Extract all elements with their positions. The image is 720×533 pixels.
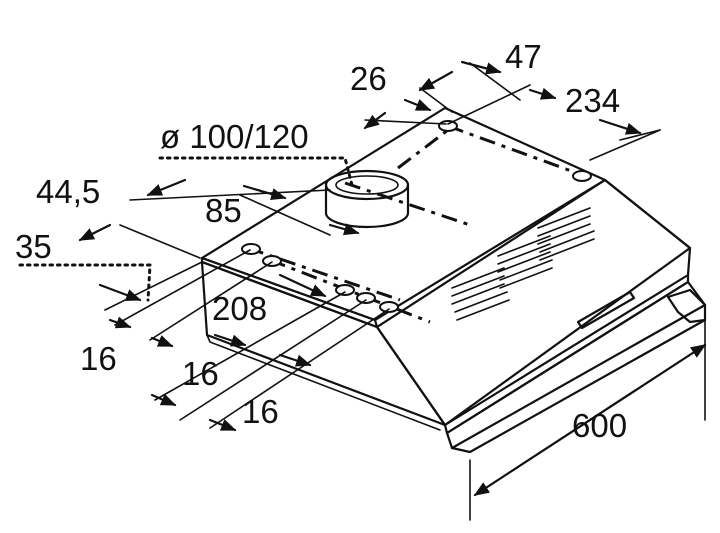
hood-left-lower-edge (206, 334, 441, 431)
hood-base-end (666, 288, 707, 324)
dim-16-bottom: 16 (242, 393, 279, 430)
dim-16-middle: 16 (182, 355, 219, 392)
dim-600: 600 (572, 407, 627, 444)
dim-44-5: 44,5 (36, 173, 100, 210)
vent-grilles (451, 207, 595, 321)
mounting-holes (241, 120, 592, 313)
dim-35: 35 (15, 228, 52, 265)
dim-16-left: 16 (80, 340, 117, 377)
switch-slot (576, 290, 636, 330)
dim-26: 26 (350, 60, 387, 97)
dim-208: 208 (212, 290, 267, 327)
dim-diameter: ø 100/120 (160, 118, 309, 155)
dimension-labels: 47 26 234 ø 100/120 44,5 85 35 208 16 16… (15, 38, 627, 444)
extension-lines (104, 62, 706, 521)
dim-234: 234 (565, 82, 620, 119)
exhaust-collar (324, 169, 410, 229)
dim-85: 85 (205, 192, 242, 229)
leader-lines (18, 156, 354, 302)
dim-47: 47 (505, 38, 542, 75)
dimension-arrows (78, 60, 707, 497)
